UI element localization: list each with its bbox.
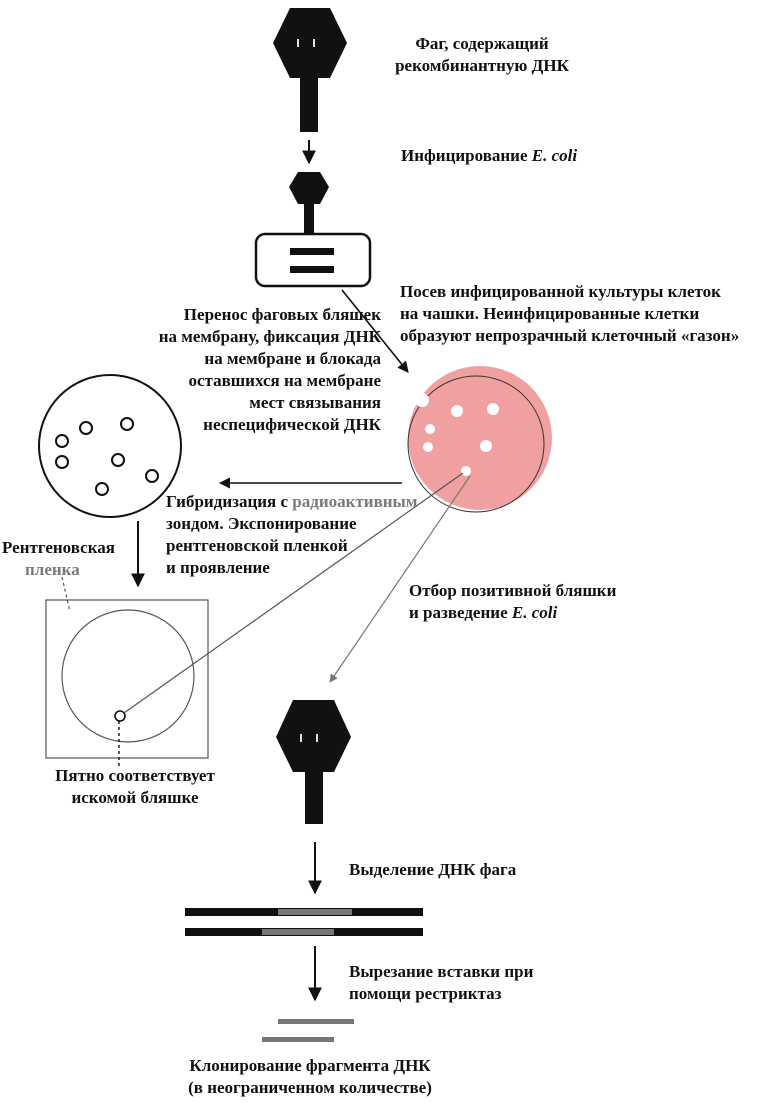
phage-dna-icon xyxy=(185,908,423,936)
label-selection: Отбор позитивной бляшки и разведение E. … xyxy=(409,581,617,622)
plaque-icon xyxy=(451,405,463,417)
label-xray-film: Рентгеновская пленка xyxy=(2,538,115,579)
plaque-icon xyxy=(423,442,433,452)
membrane-icon xyxy=(38,374,182,518)
label-restriction: Вырезание вставки при помощи рестриктаз xyxy=(349,962,534,1003)
label-dna-isolation: Выделение ДНК фага xyxy=(349,860,517,879)
dna-fragment-icon xyxy=(290,266,334,273)
label-cloning: Клонирование фрагмента ДНК (в неограниче… xyxy=(188,1056,432,1097)
label-transfer: Перенос фаговых бляшек на мембрану, фикс… xyxy=(158,305,381,434)
dna-fragment-icon xyxy=(262,1019,354,1042)
correspondence-line xyxy=(123,472,464,714)
plaque-icon xyxy=(415,393,429,407)
label-infection: Инфицирование E. coli xyxy=(401,146,578,165)
phage-icon-small xyxy=(289,172,329,234)
ecoli-cell-icon xyxy=(254,232,372,288)
phage-icon-bottom xyxy=(276,700,351,824)
plaque-icon xyxy=(487,403,499,415)
label-hybridization: Гибридизация с радиоактивным зондом. Экс… xyxy=(166,492,418,577)
xray-film-icon xyxy=(45,599,209,759)
label-plating: Посев инфицированной культуры клеток на … xyxy=(400,282,740,345)
plaque-icon-positive xyxy=(461,466,471,476)
petri-dish-icon xyxy=(407,366,552,513)
phage-icon-top xyxy=(273,8,347,132)
label-spot: Пятно соответствует искомой бляшке xyxy=(55,766,215,807)
spot-icon xyxy=(114,710,126,722)
arrow-selection xyxy=(329,475,471,683)
plaque-icon xyxy=(480,440,492,452)
arrow-plating xyxy=(341,289,409,373)
dna-fragment-icon xyxy=(290,248,334,255)
label-phage-recombinant: Фаг, содержащий рекомбинантную ДНК xyxy=(395,34,569,75)
plaque-icon xyxy=(425,424,435,434)
